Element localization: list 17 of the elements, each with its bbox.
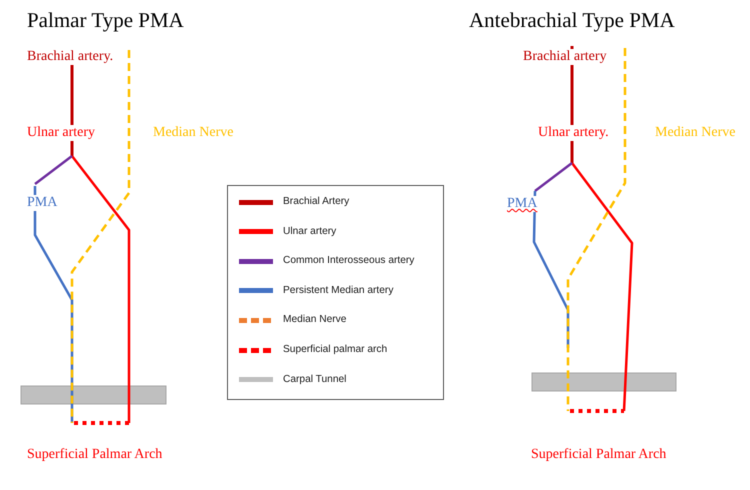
legend-label: Superficial palmar arch (283, 344, 388, 356)
structure-label: Brachial artery. (27, 48, 114, 66)
structure-label: Brachial artery (523, 48, 607, 66)
structure-label: Ulnar artery. (538, 124, 609, 142)
structure-label: Ulnar artery (27, 124, 96, 142)
legend-label: Common Interosseous artery (283, 255, 414, 268)
legend-label: Persistent Median artery (283, 284, 394, 297)
structure-label: Superficial Palmar Arch (531, 446, 666, 464)
legend-label: Carpal Tunnel (283, 374, 346, 386)
panel-heading: Antebrachial Type PMA (469, 8, 675, 32)
legend-label: Ulnar artery (283, 226, 336, 238)
structure-label: PMA (27, 194, 58, 212)
structure-label: PMA (507, 196, 538, 212)
legend-label: Median Nerve (283, 314, 346, 326)
structure-label: Superficial Palmar Arch (27, 446, 162, 464)
legend-label: Brachial Artery (283, 196, 350, 208)
panel-heading: Palmar Type PMA (27, 8, 184, 32)
